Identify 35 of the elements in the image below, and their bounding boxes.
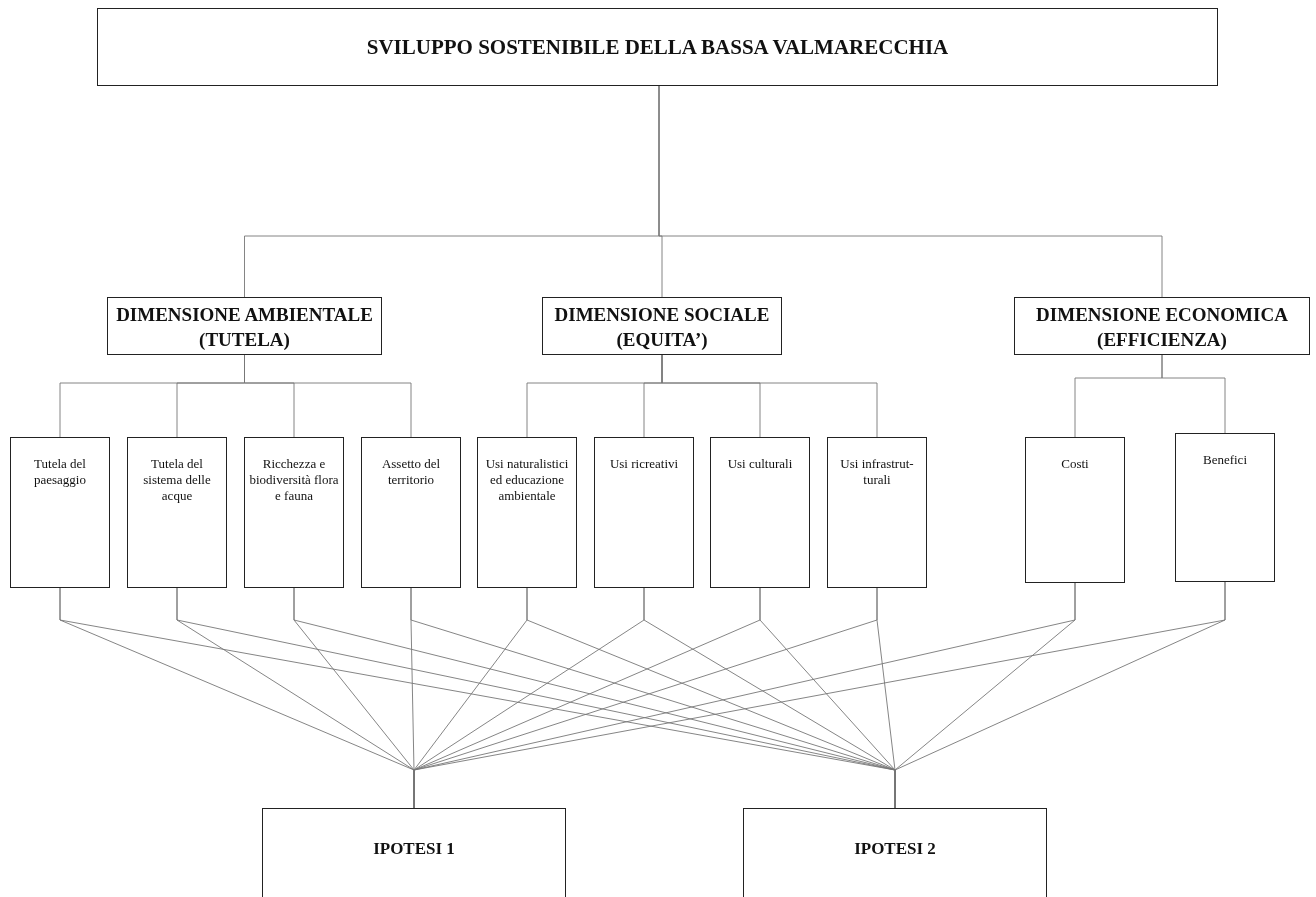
criterion-box bbox=[127, 437, 227, 588]
node-label: Usi infrastrut-turali bbox=[839, 456, 915, 488]
node-label: Ricchezza e biodiversità flora e fauna bbox=[249, 456, 339, 504]
node-label: Tutela del sistema delle acque bbox=[142, 456, 212, 504]
dimension-box bbox=[1014, 297, 1310, 355]
criterion-box bbox=[244, 437, 344, 588]
criterion-box bbox=[1175, 433, 1275, 582]
node-label: Usi ricreativi bbox=[608, 456, 680, 472]
criterion-box bbox=[10, 437, 110, 588]
node-label: Usi culturali bbox=[726, 456, 794, 472]
criterion-box bbox=[827, 437, 927, 588]
connector-line bbox=[661, 354, 878, 438]
node-label: Costi bbox=[1060, 456, 1090, 472]
node-label: IPOTESI 2 bbox=[853, 839, 937, 859]
node-label: DIMENSIONE ECONOMICA (EFFICIENZA) bbox=[1035, 303, 1289, 352]
title-text: SVILUPPO SOSTENIBILE DELLA BASSA VALMARECCHIA bbox=[365, 35, 950, 60]
criterion-box bbox=[710, 437, 810, 588]
connector-line bbox=[1161, 354, 1226, 434]
node-label: Benefici bbox=[1201, 452, 1248, 468]
criterion-box bbox=[1025, 437, 1125, 583]
criterion-box bbox=[594, 437, 694, 588]
criterion-box bbox=[477, 437, 577, 588]
hypothesis-box bbox=[743, 808, 1047, 897]
dimension-box bbox=[542, 297, 782, 355]
node-label: Assetto del territorio bbox=[380, 456, 442, 488]
node-label: DIMENSIONE SOCIALE (EQUITA’) bbox=[553, 303, 771, 352]
node-label: IPOTESI 1 bbox=[372, 839, 456, 859]
dimension-box bbox=[107, 297, 382, 355]
node-label: DIMENSIONE AMBIENTALE (TUTELA) bbox=[115, 303, 374, 352]
node-label: Usi naturalistici ed educazione ambientale bbox=[484, 456, 570, 504]
hypothesis-box bbox=[262, 808, 566, 897]
criterion-box bbox=[361, 437, 461, 588]
node-label: Tutela del paesaggio bbox=[33, 456, 87, 488]
title-box bbox=[97, 8, 1218, 86]
connector-line bbox=[658, 85, 1163, 298]
